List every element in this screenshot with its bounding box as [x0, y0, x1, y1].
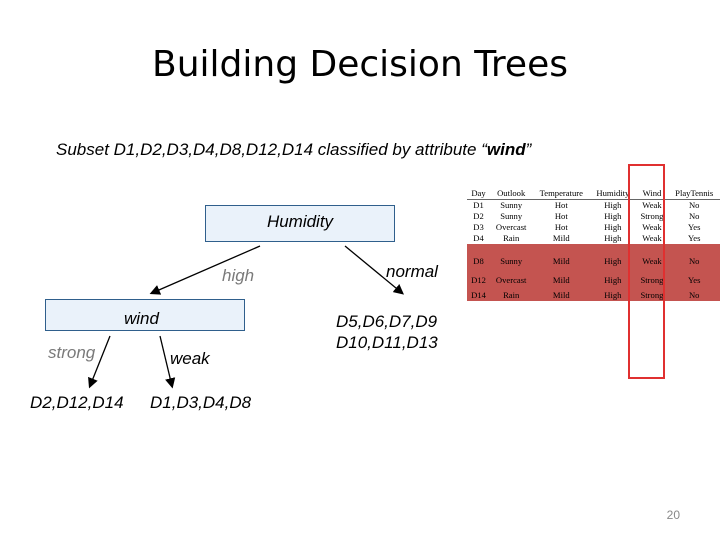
table-row: D12 Overcast Mild High Strong Yes — [467, 275, 720, 286]
branch-strong-label: strong — [48, 343, 96, 362]
col-header: Temperature — [532, 188, 591, 200]
highlight-separator — [467, 271, 720, 275]
table-cell: D4 — [473, 233, 484, 243]
col-header: Day — [467, 188, 491, 200]
edge-normal — [344, 245, 405, 295]
table-cell: High — [604, 233, 622, 243]
table-row: D4 Rain Mild High Weak Yes — [467, 233, 720, 244]
table-cell: Sunny — [500, 211, 523, 221]
table-cell: Overcast — [495, 222, 527, 232]
edge-weak — [159, 335, 176, 389]
table-cell: High — [604, 200, 622, 210]
edge-high — [149, 245, 261, 295]
strong-leaf: D2,D12,D14 — [30, 393, 124, 412]
wind-label: wind — [124, 309, 159, 328]
subtitle-attribute: wind — [486, 140, 526, 159]
wind-column-highlight — [628, 164, 665, 379]
table-cell: D12 — [467, 275, 491, 286]
weak-leaf: D1,D3,D4,D8 — [150, 393, 252, 412]
table-cell: High — [604, 211, 622, 221]
table-cell: High — [590, 290, 636, 301]
table-cell: Mild — [532, 256, 591, 267]
col-header: Outlook — [490, 188, 533, 200]
table-row: D2 Sunny Hot High Strong No — [467, 211, 720, 222]
humidity-label: Humidity — [266, 212, 334, 231]
table-cell: D3 — [473, 222, 484, 232]
col-header: Humidity — [590, 188, 636, 200]
table-row: D3 Overcast Hot High Weak Yes — [467, 222, 720, 233]
normal-leaf-line-1: D5,D6,D7,D9 — [336, 312, 438, 331]
table-cell: Strong — [635, 275, 669, 286]
table-cell: Mild — [532, 290, 591, 301]
table-cell: High — [604, 222, 622, 232]
table-cell: Rain — [503, 233, 520, 243]
humidity-node — [205, 205, 395, 242]
branch-high-label: high — [222, 266, 255, 285]
table-cell: Mild — [532, 275, 591, 286]
table-cell: D1 — [473, 200, 484, 210]
table-cell: Mild — [552, 233, 570, 243]
table-cell: Weak — [642, 200, 662, 210]
slide-title: Building Decision Trees — [152, 44, 568, 85]
table-cell: D2 — [473, 211, 484, 221]
table-cell: Hot — [554, 222, 568, 232]
table-cell: High — [590, 256, 636, 267]
subtitle: Subset D1,D2,D3,D4,D8,D12,D14 classified… — [56, 140, 531, 160]
table-row: D14 Rain Mild High Strong No — [467, 290, 720, 301]
subtitle-suffix: ” — [525, 140, 532, 159]
highlight-separator — [467, 286, 720, 290]
table-cell: Hot — [554, 200, 568, 210]
table-cell: Strong — [640, 211, 664, 221]
col-header: PlayTennis — [668, 188, 720, 200]
table-cell: Weak — [635, 256, 669, 267]
table-cell: High — [590, 275, 636, 286]
table-cell: Weak — [642, 233, 662, 243]
subtitle-prefix: Subset D1,D2,D3,D4,D8,D12,D14 classified… — [56, 140, 487, 159]
branch-normal-label: normal — [386, 262, 438, 281]
table-cell: Rain — [490, 290, 533, 301]
table-cell: Yes — [687, 233, 701, 243]
table-cell: Weak — [642, 222, 662, 232]
table-cell: Yes — [687, 222, 701, 232]
table-cell: Strong — [635, 290, 669, 301]
table-cell: Overcast — [490, 275, 533, 286]
highlight-separator — [467, 244, 720, 248]
table-cell: Yes — [668, 275, 720, 286]
normal-leaf-line-2: D10,D11,D13 — [336, 333, 438, 352]
col-header: Wind — [635, 188, 669, 200]
table-cell: No — [688, 200, 700, 210]
table-cell: No — [668, 290, 720, 301]
highlight-separator — [467, 248, 720, 252]
table-header-row: Day Outlook Temperature Humidity Wind Pl… — [467, 188, 720, 200]
highlight-separator — [467, 267, 720, 271]
edge-strong — [88, 335, 111, 389]
wind-node — [45, 299, 245, 331]
table-row: D8 Sunny Mild High Weak No — [467, 256, 720, 267]
table-cell: No — [688, 211, 700, 221]
table-cell: D14 — [467, 290, 491, 301]
table-cell: Sunny — [490, 256, 533, 267]
highlight-separator — [467, 252, 720, 256]
page-number: 20 — [666, 508, 680, 522]
table-cell: D8 — [467, 256, 491, 267]
table-row: D1 Sunny Hot High Weak No — [467, 200, 720, 212]
training-data-table: Day Outlook Temperature Humidity Wind Pl… — [467, 188, 720, 301]
table-cell: Sunny — [500, 200, 523, 210]
table-cell: No — [668, 256, 720, 267]
branch-weak-label: weak — [170, 349, 210, 368]
table-cell: Hot — [554, 211, 568, 221]
